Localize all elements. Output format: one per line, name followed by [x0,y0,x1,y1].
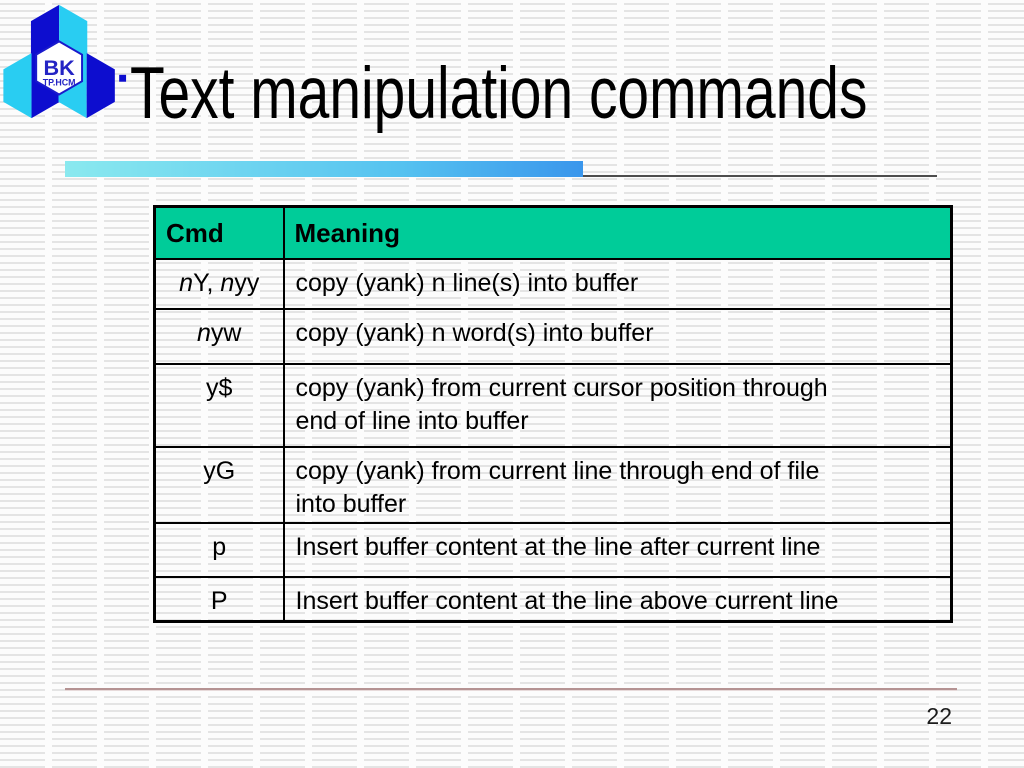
meaning-cell: copy (yank) n word(s) into buffer [282,307,953,365]
meaning-cell: Insert buffer content at the line above … [282,575,953,623]
logo-side-square [119,74,127,82]
meaning-cell: copy (yank) from current cursor position… [282,362,953,448]
logo-text-bk: BK [43,55,75,80]
page-title: Text manipulation commands [130,55,1024,135]
page-number: 22 [926,703,952,729]
cmd-cell: P [153,575,285,623]
meaning-cell: Insert buffer content at the line after … [282,521,953,578]
cmd-cell: yG [153,445,285,524]
bk-tphcm-logo: BK TP.HCM [3,4,127,119]
meaning-cell: copy (yank) from current line through en… [282,445,953,524]
title-gradient-bar [65,161,583,177]
cmd-cell: nyw [153,307,285,365]
logo-center-hexagon [35,40,84,96]
meaning-cell: copy (yank) n line(s) into buffer [282,257,953,310]
cmd-cell: y$ [153,362,285,448]
table-row: y$copy (yank) from current cursor positi… [153,362,953,448]
logo-text-tphcm: TP.HCM [43,78,76,88]
cmd-cell: nY, nyy [153,257,285,310]
footer-divider [65,688,957,691]
cmd-cell: p [153,521,285,578]
title-underline [583,175,937,177]
col-header-meaning: Meaning [282,205,953,260]
col-header-cmd: Cmd [153,205,285,260]
table-header-row: Cmd Meaning [153,205,953,260]
page-title-text: Text manipulation commands [130,53,868,134]
